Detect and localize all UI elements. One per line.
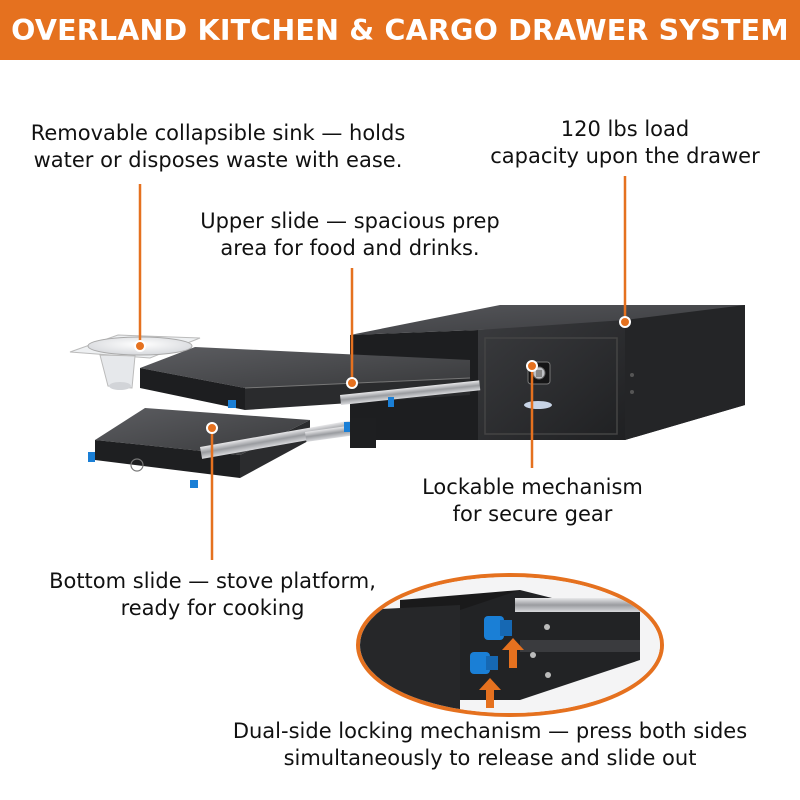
upper-slide-callout-line1: Upper slide — spacious prep	[200, 209, 500, 233]
load-callout: 120 lbs load capacity upon the drawer	[470, 116, 780, 170]
orange-up-arrow-icon	[479, 678, 501, 708]
lock-callout: Lockable mechanism for secure gear	[400, 474, 665, 528]
lock-detail-zoom	[356, 573, 664, 717]
lock-callout-line2: for secure gear	[452, 502, 613, 526]
upper-slide-callout-line2: area for food and drinks.	[220, 236, 480, 260]
bottom-slide	[88, 408, 376, 488]
orange-up-arrow-icon	[502, 638, 524, 668]
dual-lock-callout: Dual-side locking mechanism — press both…	[210, 718, 770, 772]
sink-callout-line2: water or disposes waste with ease.	[33, 148, 403, 172]
load-callout-line1: 120 lbs load	[560, 117, 690, 141]
title-banner: OVERLAND KITCHEN & CARGO DRAWER SYSTEM	[0, 0, 800, 60]
bottom-slide-callout: Bottom slide — stove platform, ready for…	[20, 568, 405, 622]
sink-callout-dot-icon	[134, 340, 146, 352]
load-callout-dot-icon	[619, 316, 631, 328]
callout-lines	[138, 176, 627, 560]
upper-slide-callout-dot-icon	[346, 377, 358, 389]
load-callout-line2: capacity upon the drawer	[490, 144, 760, 168]
cargo-drawer-box	[350, 305, 745, 440]
bottom-slide-callout-dot-icon	[206, 422, 218, 434]
bottom-slide-callout-line1: Bottom slide — stove platform,	[49, 569, 376, 593]
lock-callout-line1: Lockable mechanism	[422, 475, 643, 499]
sink-callout: Removable collapsible sink — holds water…	[8, 120, 428, 174]
dual-lock-callout-line2: simultaneously to release and slide out	[283, 746, 697, 770]
lock-callout-dot-icon	[526, 360, 538, 372]
upper-slide	[140, 347, 481, 410]
page-title: OVERLAND KITCHEN & CARGO DRAWER SYSTEM	[11, 13, 789, 47]
sink-callout-line1: Removable collapsible sink — holds	[30, 121, 406, 145]
bottom-slide-callout-line2: ready for cooking	[120, 596, 305, 620]
upper-slide-callout: Upper slide — spacious prep area for foo…	[180, 208, 520, 262]
dual-lock-callout-line1: Dual-side locking mechanism — press both…	[232, 719, 748, 743]
